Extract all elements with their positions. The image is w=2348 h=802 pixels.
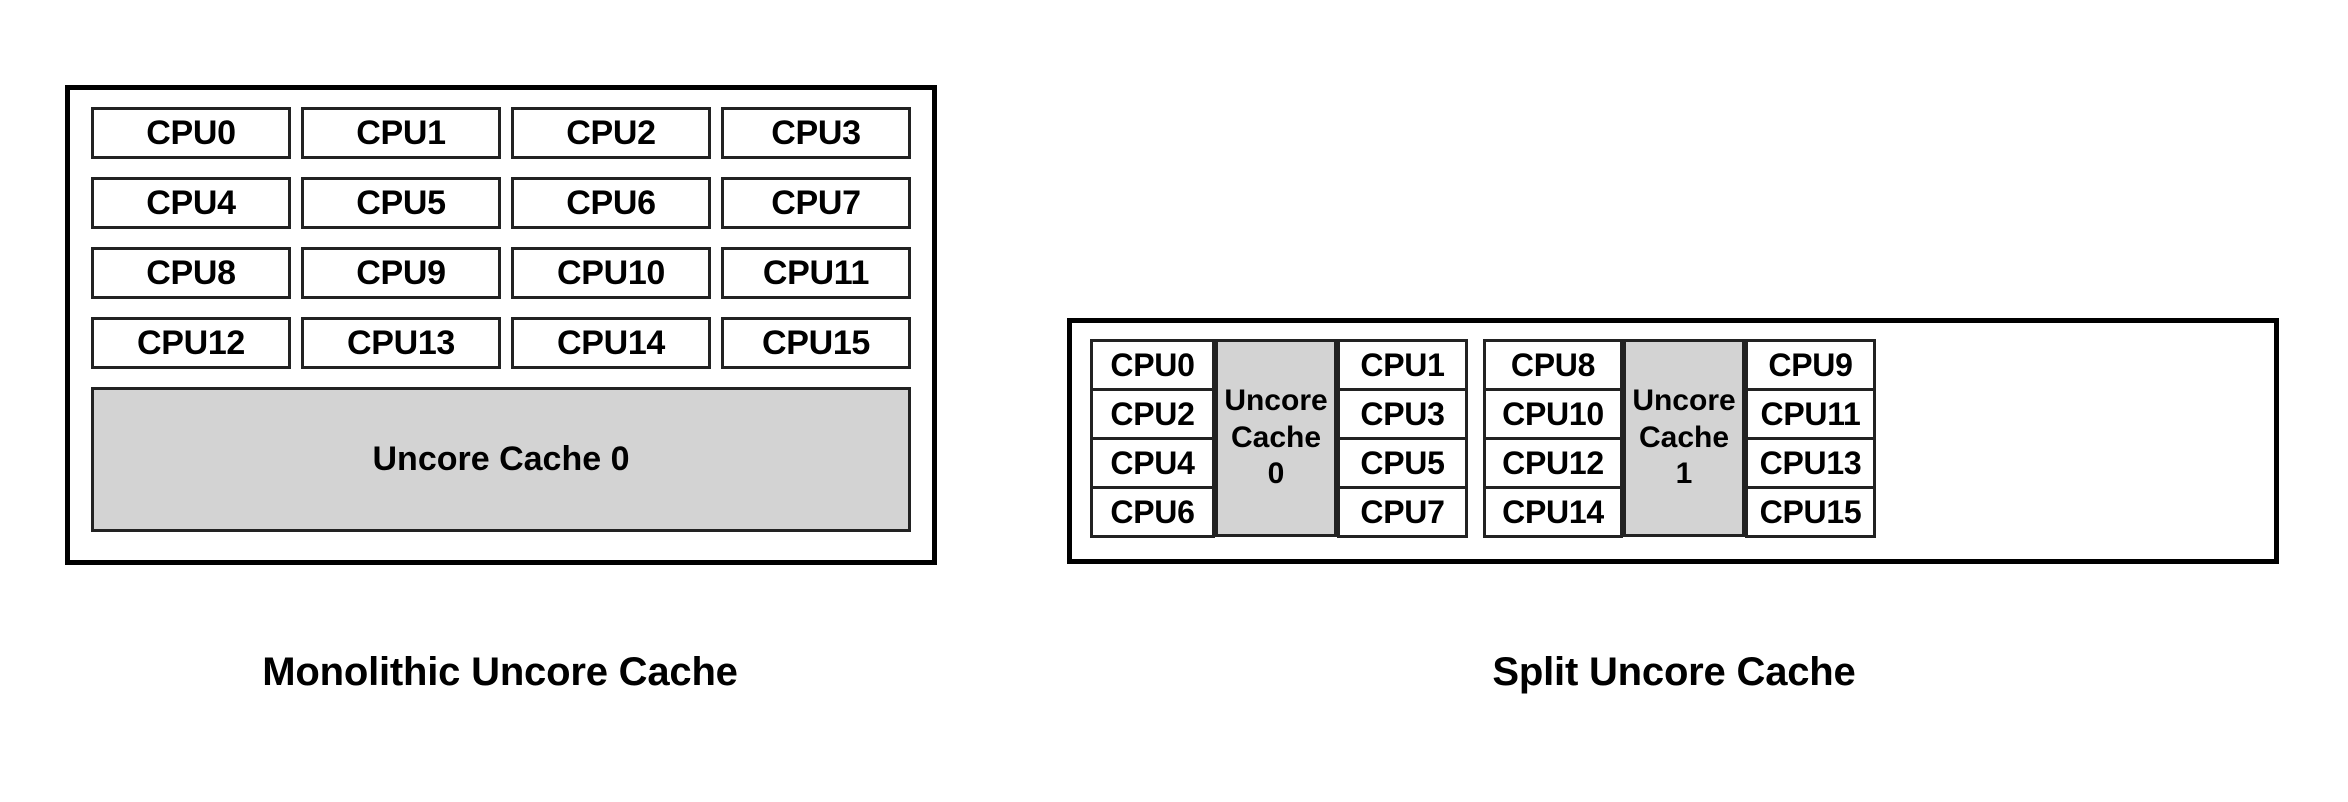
caption-monolithic-uncore-cache: Monolithic Uncore Cache xyxy=(262,650,738,694)
cpu-box-cpu10: CPU10 xyxy=(511,247,711,299)
cpu-box-cpu15: CPU15 xyxy=(1745,486,1876,538)
uncore-cache-1-line-3: 1 xyxy=(1675,457,1693,491)
uncore-cache-0-line-2: Cache xyxy=(1230,420,1322,454)
cpu-box-cpu1: CPU1 xyxy=(1337,339,1468,391)
cpu-box-cpu3: CPU3 xyxy=(721,107,911,159)
cpu-box-cpu0: CPU0 xyxy=(91,107,291,159)
cpu-box-cpu4: CPU4 xyxy=(91,177,291,229)
split-uncore-cache-diagram: CPU0 CPU2 CPU4 CPU6 Uncore Cache 0 CPU1 … xyxy=(1067,318,2279,564)
cpu-box-cpu5: CPU5 xyxy=(1337,437,1468,489)
cpu-box-cpu1: CPU1 xyxy=(301,107,501,159)
cpu-box-cpu0: CPU0 xyxy=(1090,339,1215,391)
cpu-box-cpu8: CPU8 xyxy=(1483,339,1623,391)
cpu-box-cpu7: CPU7 xyxy=(1337,486,1468,538)
cpu-box-cpu6: CPU6 xyxy=(511,177,711,229)
cpu-box-cpu15: CPU15 xyxy=(721,317,911,369)
cpu-box-cpu9: CPU9 xyxy=(1745,339,1876,391)
cpu-box-cpu7: CPU7 xyxy=(721,177,911,229)
cpu-box-cpu11: CPU11 xyxy=(1745,388,1876,440)
cpu-box-cpu3: CPU3 xyxy=(1337,388,1468,440)
cpu-box-cpu13: CPU13 xyxy=(1745,437,1876,489)
cpu-box-cpu11: CPU11 xyxy=(721,247,911,299)
cpu-box-cpu14: CPU14 xyxy=(1483,486,1623,538)
uncore-cache-0-block: Uncore Cache 0 xyxy=(1215,339,1337,537)
cpu-box-cpu2: CPU2 xyxy=(1090,388,1215,440)
uncore-cache-0-line-1: Uncore xyxy=(1224,384,1328,418)
uncore-cache-1-block: Uncore Cache 1 xyxy=(1623,339,1745,537)
cpu-box-cpu12: CPU12 xyxy=(1483,437,1623,489)
cpu-box-cpu8: CPU8 xyxy=(91,247,291,299)
cpu-box-cpu4: CPU4 xyxy=(1090,437,1215,489)
uncore-cache-0-block: Uncore Cache 0 xyxy=(91,387,911,532)
uncore-cache-1-line-1: Uncore xyxy=(1632,384,1736,418)
caption-split-uncore-cache: Split Uncore Cache xyxy=(1492,650,1856,694)
cpu-box-cpu6: CPU6 xyxy=(1090,486,1215,538)
cpu-box-cpu14: CPU14 xyxy=(511,317,711,369)
cpu-box-cpu10: CPU10 xyxy=(1483,388,1623,440)
cpu-box-cpu13: CPU13 xyxy=(301,317,501,369)
cpu-box-cpu2: CPU2 xyxy=(511,107,711,159)
cpu-box-cpu9: CPU9 xyxy=(301,247,501,299)
uncore-cache-0-line-3: 0 xyxy=(1267,457,1285,491)
cpu-box-cpu5: CPU5 xyxy=(301,177,501,229)
uncore-cache-1-line-2: Cache xyxy=(1638,420,1730,454)
monolithic-uncore-cache-diagram: CPU0 CPU1 CPU2 CPU3 CPU4 CPU5 CPU6 CPU7 … xyxy=(65,85,937,565)
cpu-box-cpu12: CPU12 xyxy=(91,317,291,369)
